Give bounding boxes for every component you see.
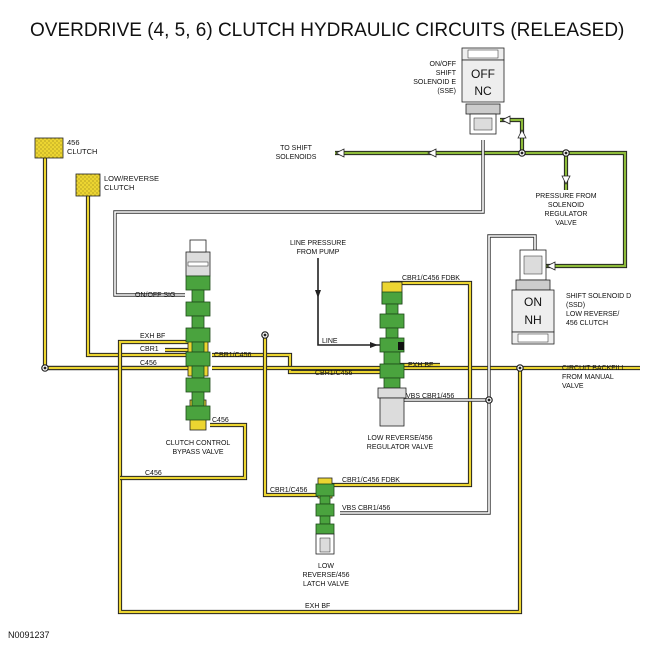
solenoid-e: OFF NC	[461, 47, 505, 135]
solenoid-d-state: ON	[524, 295, 542, 309]
solenoid-d: ON NH	[511, 249, 555, 345]
solenoid-d-label: SHIFT SOLENOID D(SSD)LOW REVERSE/456 CLU…	[566, 293, 631, 327]
line-label: LINE	[322, 338, 338, 345]
solenoid-d-type: NH	[524, 313, 541, 327]
cbr1-c456-fdbk-top-label: CBR1/C456 FDBK	[402, 275, 460, 282]
low-reverse-456-latch-valve	[315, 477, 335, 555]
signal-circuits	[113, 140, 537, 515]
junction-dots	[41, 149, 570, 404]
low-reverse-clutch-block	[75, 173, 101, 197]
line-pressure-path	[317, 258, 380, 346]
arrow-left-icon	[546, 261, 556, 271]
solenoid-e-type: NC	[474, 84, 492, 98]
c456-bypass-label: C456	[212, 417, 229, 424]
c456-left-label: C456	[140, 360, 157, 367]
cbr1-c456-fdbk-latch-label: CBR1/C456 FDBK	[342, 477, 400, 484]
cbr1-c456-reg-label: CBR1/C456	[315, 370, 352, 377]
arrow-down-icon	[561, 175, 571, 185]
cbr1-label: CBR1	[140, 346, 159, 353]
exh-bf-right-label: EXH BF	[408, 362, 433, 369]
page-title: OVERDRIVE (4, 5, 6) CLUTCH HYDRAULIC CIR…	[30, 20, 624, 41]
clutch-control-bypass-valve	[185, 239, 211, 431]
clutch-456-block	[34, 137, 64, 159]
low-reverse-456-regulator-valve	[377, 281, 407, 427]
c456-low-label: C456	[145, 470, 162, 477]
vbs-cbr1-456-reg-label: VBS CBR1/456	[406, 393, 454, 400]
on-off-sig-label: ON/OFF SIG	[135, 292, 175, 299]
arrow-left-icon	[427, 148, 437, 158]
arrow-left-icon	[501, 115, 511, 125]
exh-bf-left-label: EXH BF	[140, 333, 165, 340]
cbr1-c456-latch-label: CBR1/C456	[270, 487, 307, 494]
arrow-up-icon	[517, 129, 527, 139]
figure-id: N0091237	[8, 630, 50, 640]
arrow-left-icon	[335, 148, 345, 158]
line-arrow-right-icon	[370, 342, 378, 348]
line-arrow-icon	[315, 290, 321, 298]
solenoid-e-state: OFF	[471, 67, 495, 81]
vbs-cbr1-456-latch-label: VBS CBR1/456	[342, 505, 390, 512]
oil-circuits	[42, 158, 640, 615]
cbr1-c456-mid-label: CBR1/C456	[214, 352, 251, 359]
flow-arrows	[335, 115, 571, 271]
exh-bf-bottom-label: EXH BF	[305, 603, 330, 610]
